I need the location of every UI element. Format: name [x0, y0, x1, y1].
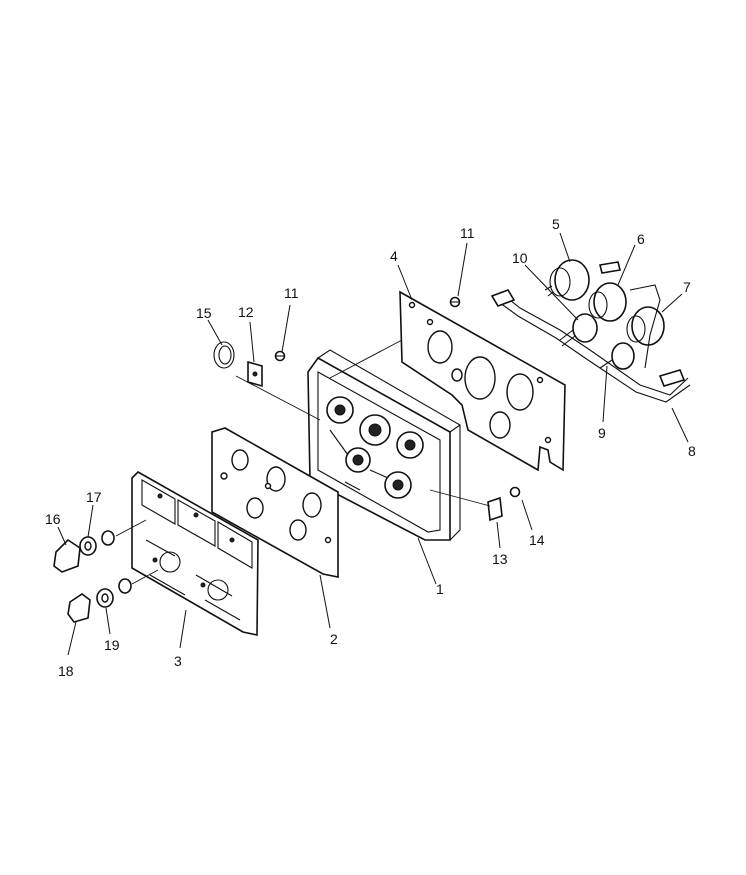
callout-19: 19 [104, 637, 120, 653]
alignment-line [115, 339, 491, 585]
clip-15 [213, 341, 235, 369]
wiring-harness [490, 284, 691, 403]
screw-11-left [274, 350, 286, 362]
callout-1: 1 [436, 581, 444, 597]
callout-2: 2 [330, 631, 338, 647]
screw-11-upper [449, 296, 461, 308]
callout-13: 13 [492, 551, 508, 567]
gasket [211, 427, 339, 578]
callout-17: 17 [86, 489, 102, 505]
callout-8: 8 [688, 443, 696, 459]
nut-19b [118, 578, 132, 594]
knob-18 [67, 593, 91, 623]
screw-14 [509, 486, 521, 498]
callout-11-left: 11 [284, 285, 299, 301]
washer-19 [96, 588, 114, 608]
callout-18: 18 [58, 663, 74, 679]
rear-mounting-plate [399, 290, 566, 472]
callout-9: 9 [598, 425, 606, 441]
callout-10: 10 [512, 250, 528, 266]
gauge-5 [544, 259, 590, 301]
callout-6: 6 [637, 231, 645, 247]
callout-4: 4 [390, 248, 398, 264]
nut-17b [101, 530, 115, 546]
callout-5: 5 [552, 216, 560, 232]
callout-3: 3 [174, 653, 182, 669]
bracket-13 [487, 496, 503, 522]
knob-16 [53, 538, 81, 573]
instrument-housing [307, 349, 462, 541]
callout-12: 12 [238, 304, 254, 320]
gauge-7 [626, 306, 665, 346]
gauge-9 [599, 342, 635, 370]
callout-11-upper: 11 [460, 225, 475, 241]
washer-17 [79, 536, 97, 556]
callout-14: 14 [529, 532, 545, 548]
callout-15: 15 [196, 305, 212, 321]
callout-16: 16 [45, 511, 61, 527]
name-plate [131, 471, 259, 636]
callout-7: 7 [683, 279, 691, 295]
gauge-10 [559, 313, 598, 347]
bracket-12 [247, 360, 263, 388]
gauge-6 [588, 261, 627, 322]
leader-lines [57, 232, 689, 656]
